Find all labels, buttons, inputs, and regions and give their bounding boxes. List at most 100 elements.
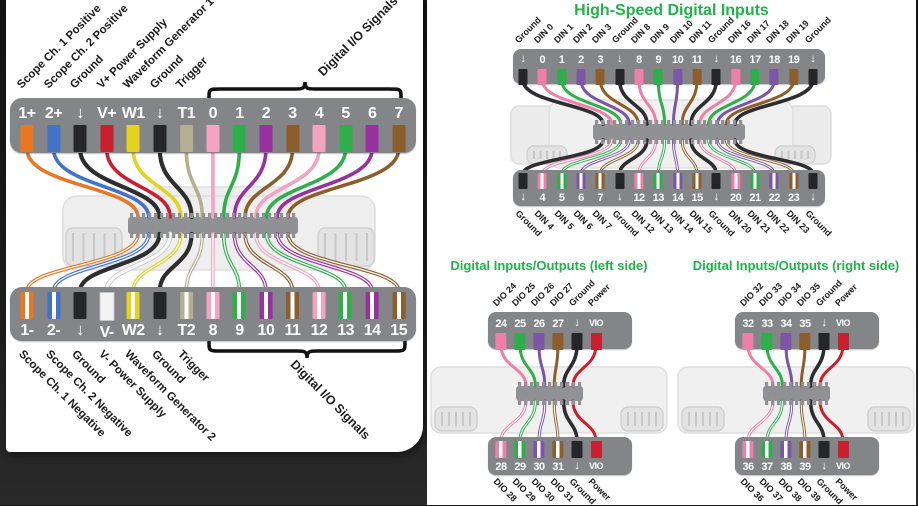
pin-ground: ↓ <box>153 292 166 342</box>
pin-ground: ↓ <box>572 315 583 350</box>
wire-color-swatch <box>819 441 830 458</box>
pin-label: 2 <box>262 102 270 125</box>
pin-22: 22 <box>769 173 780 207</box>
pin-ground: ↓ <box>712 51 721 85</box>
wire-color-swatch <box>366 292 379 319</box>
pin-label: 6 <box>368 102 376 125</box>
pin-2-: 2- <box>47 292 60 342</box>
pin-W1: W1 <box>122 102 145 152</box>
pin-label: ↓ <box>156 102 164 125</box>
wire-color-swatch <box>74 125 87 152</box>
wire-color-swatch <box>519 69 528 85</box>
pin-label: VIO <box>836 315 850 333</box>
pin-25: 25 <box>514 315 525 350</box>
wire-color-swatch <box>770 173 779 189</box>
wire-color-swatch <box>206 292 219 319</box>
pin-label: 0 <box>540 51 546 69</box>
pin-label: 24 <box>495 315 506 333</box>
wire-color-swatch <box>762 333 773 350</box>
pin-label: 1 <box>559 51 565 69</box>
pin-label: VIO <box>589 458 603 476</box>
pin-label: 7 <box>598 189 604 207</box>
pin-12: 12 <box>311 292 328 342</box>
wire-color-swatch <box>538 173 547 189</box>
pin-label: 19 <box>788 51 799 69</box>
wire-color-swatch <box>808 173 817 189</box>
pin-label: 10 <box>672 51 683 69</box>
pin-label: 14 <box>364 319 381 342</box>
pin-29: 29 <box>514 441 525 476</box>
pin-label: VIO <box>836 458 850 476</box>
wire-color-swatch <box>572 333 583 350</box>
wire-color-swatch <box>576 69 585 85</box>
wire-color-swatch <box>286 125 299 152</box>
wire-color-swatch <box>534 333 545 350</box>
wire-color-swatch <box>392 292 405 319</box>
pin-label: 26 <box>533 315 544 333</box>
wire-color-swatch <box>496 441 507 458</box>
pin-label: 0 <box>209 102 217 125</box>
pin-V-: V- <box>99 292 114 344</box>
pin-label: 35 <box>799 315 810 333</box>
wire-color-swatch <box>692 173 701 189</box>
pin-11: 11 <box>285 292 301 342</box>
wire-color-swatch <box>153 125 166 152</box>
pin-label: 11 <box>285 319 301 342</box>
wire-color-swatch <box>127 125 140 152</box>
pin-label: ↓ <box>617 189 622 207</box>
pin-label: 10 <box>258 319 275 342</box>
wire-color-swatch <box>313 125 326 152</box>
wire-color-swatch <box>743 333 754 350</box>
pin-15: 15 <box>691 173 702 207</box>
pin-label: 5 <box>341 102 349 125</box>
group-brace <box>209 82 401 98</box>
pin-label: 2- <box>47 319 60 342</box>
wire-color-swatch <box>800 333 811 350</box>
pin-24: 24 <box>495 315 506 350</box>
wire-color-swatch <box>557 173 566 189</box>
wire-color-swatch <box>515 441 526 458</box>
wire-color-swatch <box>339 292 352 319</box>
pin-2: 2 <box>576 51 585 85</box>
wire-color-swatch <box>553 441 564 458</box>
wire-color-swatch <box>180 125 193 152</box>
pin-label: 11 <box>692 51 703 69</box>
pin-W2: W2 <box>122 292 145 342</box>
pin-1: 1 <box>557 51 566 85</box>
wire-color-swatch <box>515 333 526 350</box>
pin-VIO: VIO <box>589 441 603 476</box>
pin-13: 13 <box>337 292 354 342</box>
wire-color-swatch <box>750 69 759 85</box>
pin-8: 8 <box>206 292 219 342</box>
pin-ground: ↓ <box>572 441 583 476</box>
wire-color-swatch <box>615 69 624 85</box>
pin-label: 1 <box>235 102 243 125</box>
wire-color-swatch <box>743 441 754 458</box>
pin-label: 34 <box>780 315 791 333</box>
pin-label: 3 <box>598 51 604 69</box>
wire-color-swatch <box>392 125 405 152</box>
wire-color-swatch <box>127 292 140 319</box>
pin-31: 31 <box>552 441 563 476</box>
pin-label: ↓ <box>156 319 164 342</box>
pin-7: 7 <box>596 173 605 207</box>
pin-9: 9 <box>654 51 663 85</box>
pin-label: 6 <box>578 189 584 207</box>
pin-label: 16 <box>730 51 741 69</box>
pin-26: 26 <box>533 315 544 350</box>
wire-color-swatch <box>591 441 602 458</box>
pin-3: 3 <box>286 102 299 152</box>
pin-19: 19 <box>788 51 799 85</box>
pin-label: 9 <box>655 51 661 69</box>
wire-color-swatch <box>789 173 798 189</box>
pin-label: 21 <box>749 189 760 207</box>
wire-color-swatch <box>233 125 246 152</box>
pin-label: ↓ <box>520 51 525 69</box>
wire-color-swatch <box>819 333 830 350</box>
pin-ground: ↓ <box>819 441 830 476</box>
pin-9: 9 <box>233 292 246 342</box>
wire-color-swatch <box>838 441 849 458</box>
pin-label: VIO <box>589 315 603 333</box>
